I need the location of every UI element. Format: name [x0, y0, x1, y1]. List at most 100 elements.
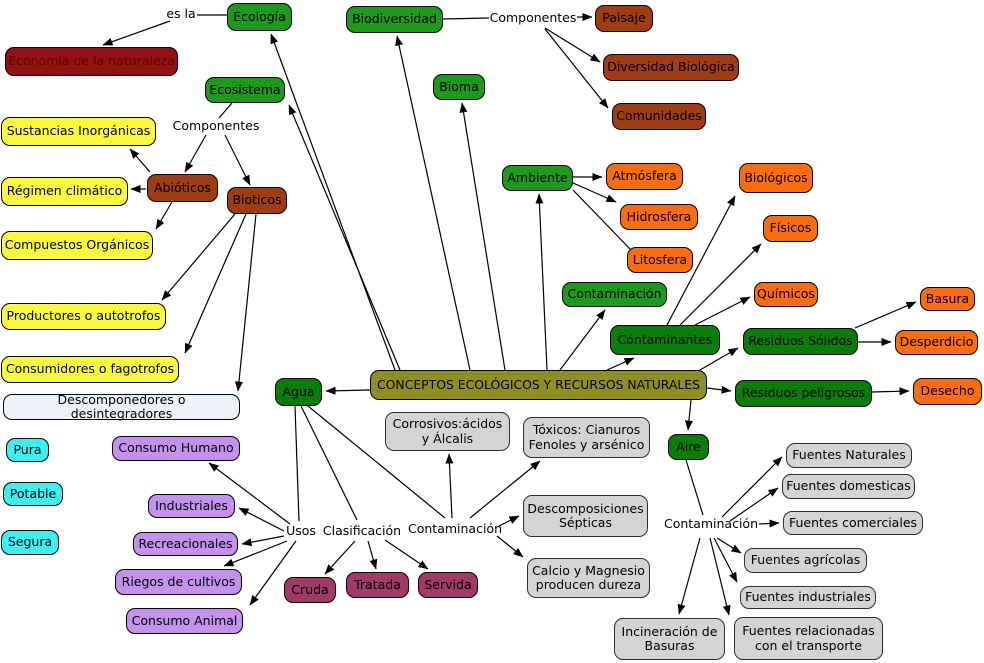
node-comunidades[interactable]: Comunidades: [612, 103, 706, 130]
node-descomponedores[interactable]: Descomponedores o desintegradores: [3, 392, 240, 421]
node-pura[interactable]: Pura: [6, 438, 49, 462]
node-compuestos-organicos[interactable]: Compuestos Orgánicos: [1, 231, 153, 260]
node-cruda[interactable]: Cruda: [284, 577, 336, 603]
node-quimicos[interactable]: Químicos: [754, 282, 818, 307]
edge-contammid-corrosivos: [445, 453, 454, 519]
edge-central-residpeligrosos: [706, 385, 732, 394]
node-desperdicio[interactable]: Desperdicio: [895, 330, 978, 355]
node-descomposiciones-septicas[interactable]: Descomposiciones Sépticas: [523, 495, 648, 537]
label-componentes-ecosistema[interactable]: Componentes: [172, 117, 260, 133]
node-diversidad-biologica[interactable]: Diversidad Biológica: [603, 54, 739, 81]
node-biodiversidad[interactable]: Biodiversidad: [346, 6, 443, 33]
node-fuentes-comerciales[interactable]: Fuentes comerciales: [783, 511, 923, 535]
node-recreacionales[interactable]: Recreacionales: [133, 532, 238, 556]
node-tratada[interactable]: Tratada: [346, 572, 409, 598]
edge-contaminantes-fisicos: [679, 243, 762, 326]
node-contaminantes[interactable]: Contaminantes: [610, 325, 720, 355]
node-potable[interactable]: Potable: [3, 482, 63, 506]
node-corrosivos[interactable]: Corrosivos:ácidos y Álcalis: [385, 412, 510, 451]
label-usos[interactable]: Usos: [286, 522, 316, 538]
edge-contaminantes-biologicos: [666, 195, 736, 326]
label-contaminacion-aire[interactable]: Contaminación: [664, 515, 759, 531]
edge-central-aire: [684, 399, 693, 431]
node-regimen-climatico[interactable]: Régimen climático: [1, 177, 128, 206]
node-consumo-humano[interactable]: Consumo Humano: [112, 436, 240, 461]
node-fisicos[interactable]: Físicos: [763, 215, 818, 242]
node-incineracion-basuras[interactable]: Incineración de Basuras: [614, 618, 725, 660]
edge-agua-contammid: [307, 405, 446, 519]
edge-residpeligrosos-desecho: [871, 387, 910, 396]
node-agua[interactable]: Agua: [275, 378, 322, 406]
edge-contamright-incineracion: [677, 537, 701, 615]
node-desecho[interactable]: Desecho: [913, 378, 982, 405]
edge-compL-bioticos: [224, 134, 251, 186]
node-bioticos[interactable]: Bioticos: [227, 187, 287, 214]
node-ambiente[interactable]: Ambiente: [502, 165, 573, 191]
edge-contaminantes-quimicos: [694, 296, 751, 326]
edge-usos-recreacionales: [241, 535, 285, 547]
edge-central-agua: [325, 386, 371, 395]
label-contaminacion-agua[interactable]: Contaminación: [408, 520, 503, 536]
node-productores[interactable]: Productores o autotrofos: [1, 303, 166, 330]
edge-contamright-ftransporte: [709, 537, 731, 616]
edge-usos-consumoanimal: [249, 540, 297, 606]
node-servida[interactable]: Servida: [418, 572, 478, 598]
node-litosfera[interactable]: Litosfera: [627, 247, 693, 273]
node-contaminacion[interactable]: Contaminación: [562, 282, 667, 307]
edge-usos-riegos: [223, 540, 288, 567]
edge-central-ecologia: [270, 33, 396, 371]
node-industriales[interactable]: Industriales: [148, 494, 235, 518]
label-componentes-biodiversidad[interactable]: Componentes: [489, 9, 577, 25]
node-fuentes-industriales[interactable]: Fuentes industriales: [740, 586, 876, 609]
node-ecologia[interactable]: Ecología: [227, 3, 292, 31]
edge-central-ambiente: [535, 193, 548, 371]
node-fuentes-transporte[interactable]: Fuentes relacionadas con el transporte: [734, 617, 883, 660]
node-fuentes-naturales[interactable]: Fuentes Naturales: [786, 443, 912, 468]
node-aire[interactable]: Aire: [668, 434, 709, 460]
edge-contamright-fagricolas: [716, 537, 742, 554]
label-es-la[interactable]: es la: [166, 5, 196, 21]
node-basura[interactable]: Basura: [920, 287, 975, 311]
edge-central-biodiversidad: [395, 35, 471, 371]
node-biologicos[interactable]: Biológicos: [739, 163, 813, 193]
node-riegos-cultivos[interactable]: Riegos de cultivos: [115, 569, 242, 595]
edge-contamright-fdomesticas: [729, 487, 779, 522]
node-segura[interactable]: Segura: [1, 530, 59, 555]
node-residuos-peligrosos[interactable]: Residuos peligrosos: [735, 380, 872, 407]
edge-usos-industriales: [238, 507, 285, 532]
node-paisaje[interactable]: Paisaje: [595, 5, 653, 32]
node-calcio-magnesio[interactable]: Calcio y Magnesio producen dureza: [527, 558, 650, 598]
node-consumo-animal[interactable]: Consumo Animal: [126, 608, 243, 634]
node-hidrosfera[interactable]: Hidrosfera: [620, 204, 698, 230]
node-sustancias-inorganicas[interactable]: Sustancias Inorgánicas: [1, 117, 156, 146]
node-consumidores[interactable]: Consumidores o fagotrofos: [1, 356, 179, 383]
node-fuentes-agricolas[interactable]: Fuentes agrícolas: [744, 548, 867, 573]
edge-clasificacion-servida: [384, 539, 429, 570]
edge-agua-usos: [294, 405, 300, 522]
node-residuos-solidos[interactable]: Residuos Sólidos: [743, 328, 858, 355]
node-abioticos[interactable]: Abióticos: [147, 174, 218, 202]
edge-contamright-findustriales: [713, 537, 738, 583]
edge-compL-abioticos: [184, 134, 207, 173]
node-economia-naturaleza[interactable]: Economía de la naturaleza: [5, 47, 178, 76]
edge-clasificacion-tratada: [367, 540, 378, 570]
edge-esla-economia: [102, 20, 171, 46]
node-ecosistema[interactable]: Ecosistema: [205, 77, 285, 103]
edge-abioticos-compuestos: [155, 201, 173, 230]
node-atmosfera[interactable]: Atmósfera: [606, 163, 683, 190]
edge-aire-contamright: [685, 459, 704, 516]
edge-ambiente-litosfera: [572, 189, 632, 251]
edge-central-ecosistema: [288, 104, 401, 371]
edge-usos-consumohumano: [208, 462, 291, 525]
edge-agua-clasificacion: [300, 405, 358, 521]
node-toxicos[interactable]: Tóxicos: Cianuros Fenoles y arsénico: [523, 417, 650, 458]
edge-central-bioma: [459, 102, 506, 371]
edge-abioticos-sustancias: [129, 148, 151, 173]
label-clasificacion[interactable]: Clasificación: [322, 522, 402, 538]
node-fuentes-domesticas[interactable]: Fuentes domesticas: [782, 474, 915, 499]
edge-compT-comunidades: [544, 28, 609, 109]
node-bioma[interactable]: Bioma: [433, 74, 485, 100]
node-central-concept[interactable]: CONCEPTOS ECOLÓGICOS Y RECURSOS NATURALE…: [370, 370, 707, 400]
